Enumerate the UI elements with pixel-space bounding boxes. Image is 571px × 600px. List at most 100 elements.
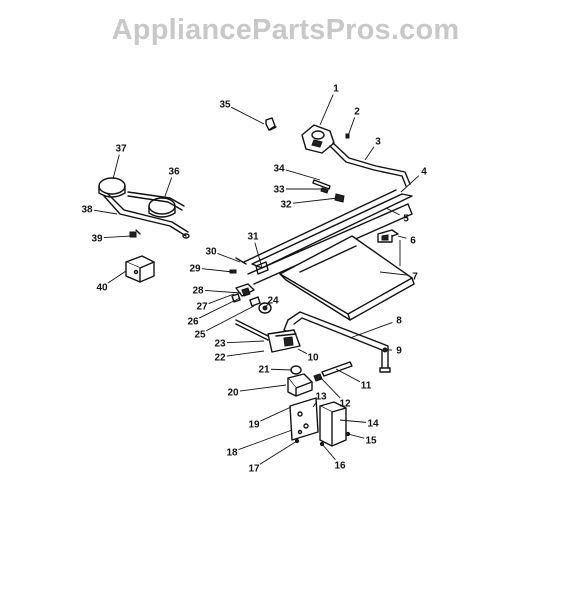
- leader-line-40: [107, 270, 127, 284]
- callout-39: 39: [91, 234, 103, 245]
- callout-21: 21: [258, 365, 270, 376]
- leader-line-28: [204, 290, 242, 294]
- leader-line-18: [238, 429, 293, 451]
- part-oven-valve: [235, 319, 301, 353]
- callout-16: 16: [334, 461, 346, 472]
- leader-line-1: [319, 94, 334, 126]
- part-bracket-40: [125, 255, 155, 283]
- callout-30: 30: [205, 247, 217, 258]
- leader-line-31: [254, 242, 263, 269]
- leader-line-21: [270, 368, 293, 371]
- part-valve-block-6: [377, 229, 401, 266]
- callout-19: 19: [248, 420, 260, 431]
- callout-26: 26: [187, 317, 199, 328]
- callout-layer: 1234567891011121314151617181920212223242…: [81, 84, 427, 475]
- leader-line-30: [217, 253, 241, 263]
- part-bracket-clip: [265, 117, 277, 131]
- part-safety-valve: [287, 373, 313, 397]
- leader-line-13: [312, 401, 318, 408]
- leader-line-2: [347, 117, 356, 137]
- part-burner-tubes-38: [103, 191, 190, 239]
- callout-20: 20: [227, 388, 239, 399]
- watermark: AppliancePartsPros.com: [111, 14, 460, 46]
- part-burner-37: [98, 177, 126, 198]
- part-igniter-rod: [321, 361, 353, 377]
- leader-line-39: [103, 235, 132, 239]
- leader-line-8: [349, 321, 393, 339]
- callout-18: 18: [226, 448, 238, 459]
- callout-28: 28: [192, 286, 204, 297]
- callout-23: 23: [214, 339, 226, 350]
- callout-32: 32: [280, 200, 292, 211]
- part-screw-30: [235, 257, 247, 265]
- callout-15: 15: [365, 436, 377, 447]
- callout-25: 25: [194, 330, 206, 341]
- callout-9: 9: [396, 346, 402, 357]
- leader-line-5: [385, 207, 400, 216]
- callout-13: 13: [315, 392, 327, 403]
- part-mounting-plate: [289, 397, 319, 441]
- leader-line-22: [226, 350, 265, 357]
- leader-line-20: [239, 384, 287, 392]
- part-regulator: [301, 124, 335, 154]
- callout-6: 6: [410, 236, 416, 247]
- callout-7: 7: [412, 272, 418, 283]
- leader-line-27: [208, 293, 235, 304]
- part-valve-cluster: [231, 283, 261, 307]
- callout-24: 24: [267, 296, 279, 307]
- leader-line-23: [226, 340, 265, 344]
- leader-line-32: [292, 197, 339, 204]
- callout-37: 37: [115, 144, 127, 155]
- callout-14: 14: [367, 419, 379, 430]
- callout-34: 34: [273, 164, 285, 175]
- leader-line-34: [285, 169, 321, 181]
- leader-line-11: [335, 368, 361, 383]
- part-dial-24: [258, 302, 272, 314]
- leader-line-25: [206, 305, 255, 332]
- leader-line-17: [259, 440, 298, 465]
- callout-12: 12: [339, 399, 351, 410]
- part-clip-39: [129, 229, 141, 238]
- leader-line-14: [339, 419, 367, 423]
- leader-line-3: [364, 146, 375, 161]
- part-ignitor-module: [319, 401, 347, 447]
- part-oven-burner: [283, 311, 391, 373]
- callout-38: 38: [81, 205, 93, 216]
- callout-33: 33: [273, 185, 285, 196]
- leader-line-12: [319, 376, 341, 399]
- callout-10: 10: [307, 353, 319, 364]
- callout-8: 8: [396, 316, 402, 327]
- leader-line-19: [260, 406, 292, 422]
- callout-2: 2: [354, 107, 360, 118]
- callout-22: 22: [214, 353, 226, 364]
- callout-17: 17: [248, 464, 260, 475]
- leader-line-24: [264, 304, 269, 308]
- callout-3: 3: [375, 137, 381, 148]
- part-cap-21: [290, 365, 302, 375]
- part-burner-tray: [279, 235, 415, 321]
- leader-line-38: [93, 209, 118, 215]
- part-pin-34: [312, 179, 331, 190]
- callout-40: 40: [96, 283, 108, 294]
- leader-line-7: [379, 271, 409, 276]
- callout-11: 11: [361, 381, 372, 392]
- leader-line-15: [347, 433, 365, 439]
- leader-line-4: [400, 175, 420, 193]
- callout-5: 5: [403, 214, 409, 225]
- callout-31: 31: [247, 232, 259, 243]
- leader-line-26: [199, 297, 241, 319]
- part-manifold-tube: [329, 142, 411, 187]
- callout-1: 1: [333, 84, 339, 95]
- leader-line-35: [231, 106, 265, 125]
- callout-29: 29: [189, 264, 201, 275]
- callout-27: 27: [196, 302, 208, 313]
- leader-line-10: [297, 348, 308, 355]
- leader-line-29: [201, 268, 234, 273]
- part-bracket-31: [255, 261, 269, 275]
- leader-line-16: [321, 443, 336, 460]
- callout-36: 36: [168, 167, 180, 178]
- callout-4: 4: [421, 167, 427, 178]
- leader-line-6: [397, 235, 407, 239]
